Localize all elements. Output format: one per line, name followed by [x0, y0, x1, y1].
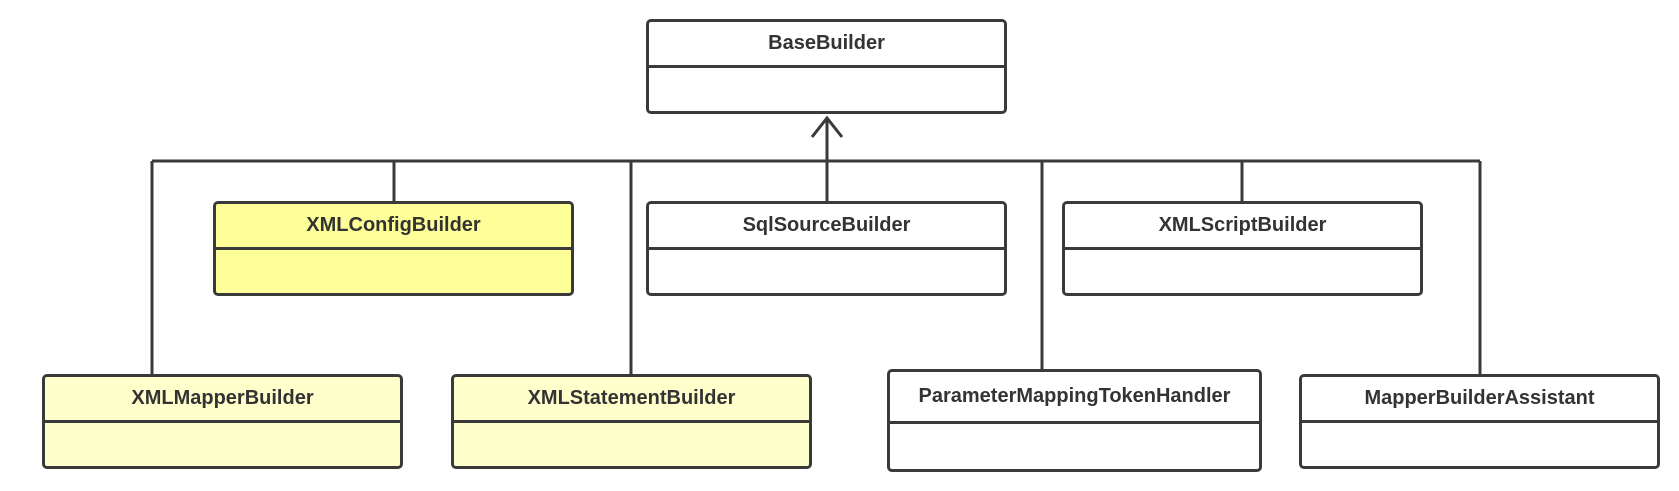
class-xml-config-builder[interactable]: XMLConfigBuilder	[213, 201, 574, 296]
class-members	[454, 423, 809, 466]
class-members	[1065, 250, 1420, 293]
inheritance-arrowhead	[810, 115, 844, 138]
class-mapper-builder-assistant[interactable]: MapperBuilderAssistant	[1299, 374, 1660, 469]
class-sql-source-builder[interactable]: SqlSourceBuilder	[646, 201, 1007, 296]
class-members	[649, 68, 1004, 111]
class-name: ParameterMappingTokenHandler	[890, 372, 1259, 424]
class-xml-mapper-builder[interactable]: XMLMapperBuilder	[42, 374, 403, 469]
class-name: XMLStatementBuilder	[454, 377, 809, 423]
class-xml-statement-builder[interactable]: XMLStatementBuilder	[451, 374, 812, 469]
class-xml-script-builder[interactable]: XMLScriptBuilder	[1062, 201, 1423, 296]
class-name: BaseBuilder	[649, 22, 1004, 68]
class-name: SqlSourceBuilder	[649, 204, 1004, 250]
class-name: XMLScriptBuilder	[1065, 204, 1420, 250]
class-members	[890, 424, 1259, 469]
class-members	[649, 250, 1004, 293]
class-name: XMLMapperBuilder	[45, 377, 400, 423]
class-base-builder[interactable]: BaseBuilder	[646, 19, 1007, 114]
class-name: MapperBuilderAssistant	[1302, 377, 1657, 423]
class-parameter-mapping-token-handler[interactable]: ParameterMappingTokenHandler	[887, 369, 1262, 472]
class-name: XMLConfigBuilder	[216, 204, 571, 250]
class-members	[216, 250, 571, 293]
class-members	[45, 423, 400, 466]
class-members	[1302, 423, 1657, 466]
